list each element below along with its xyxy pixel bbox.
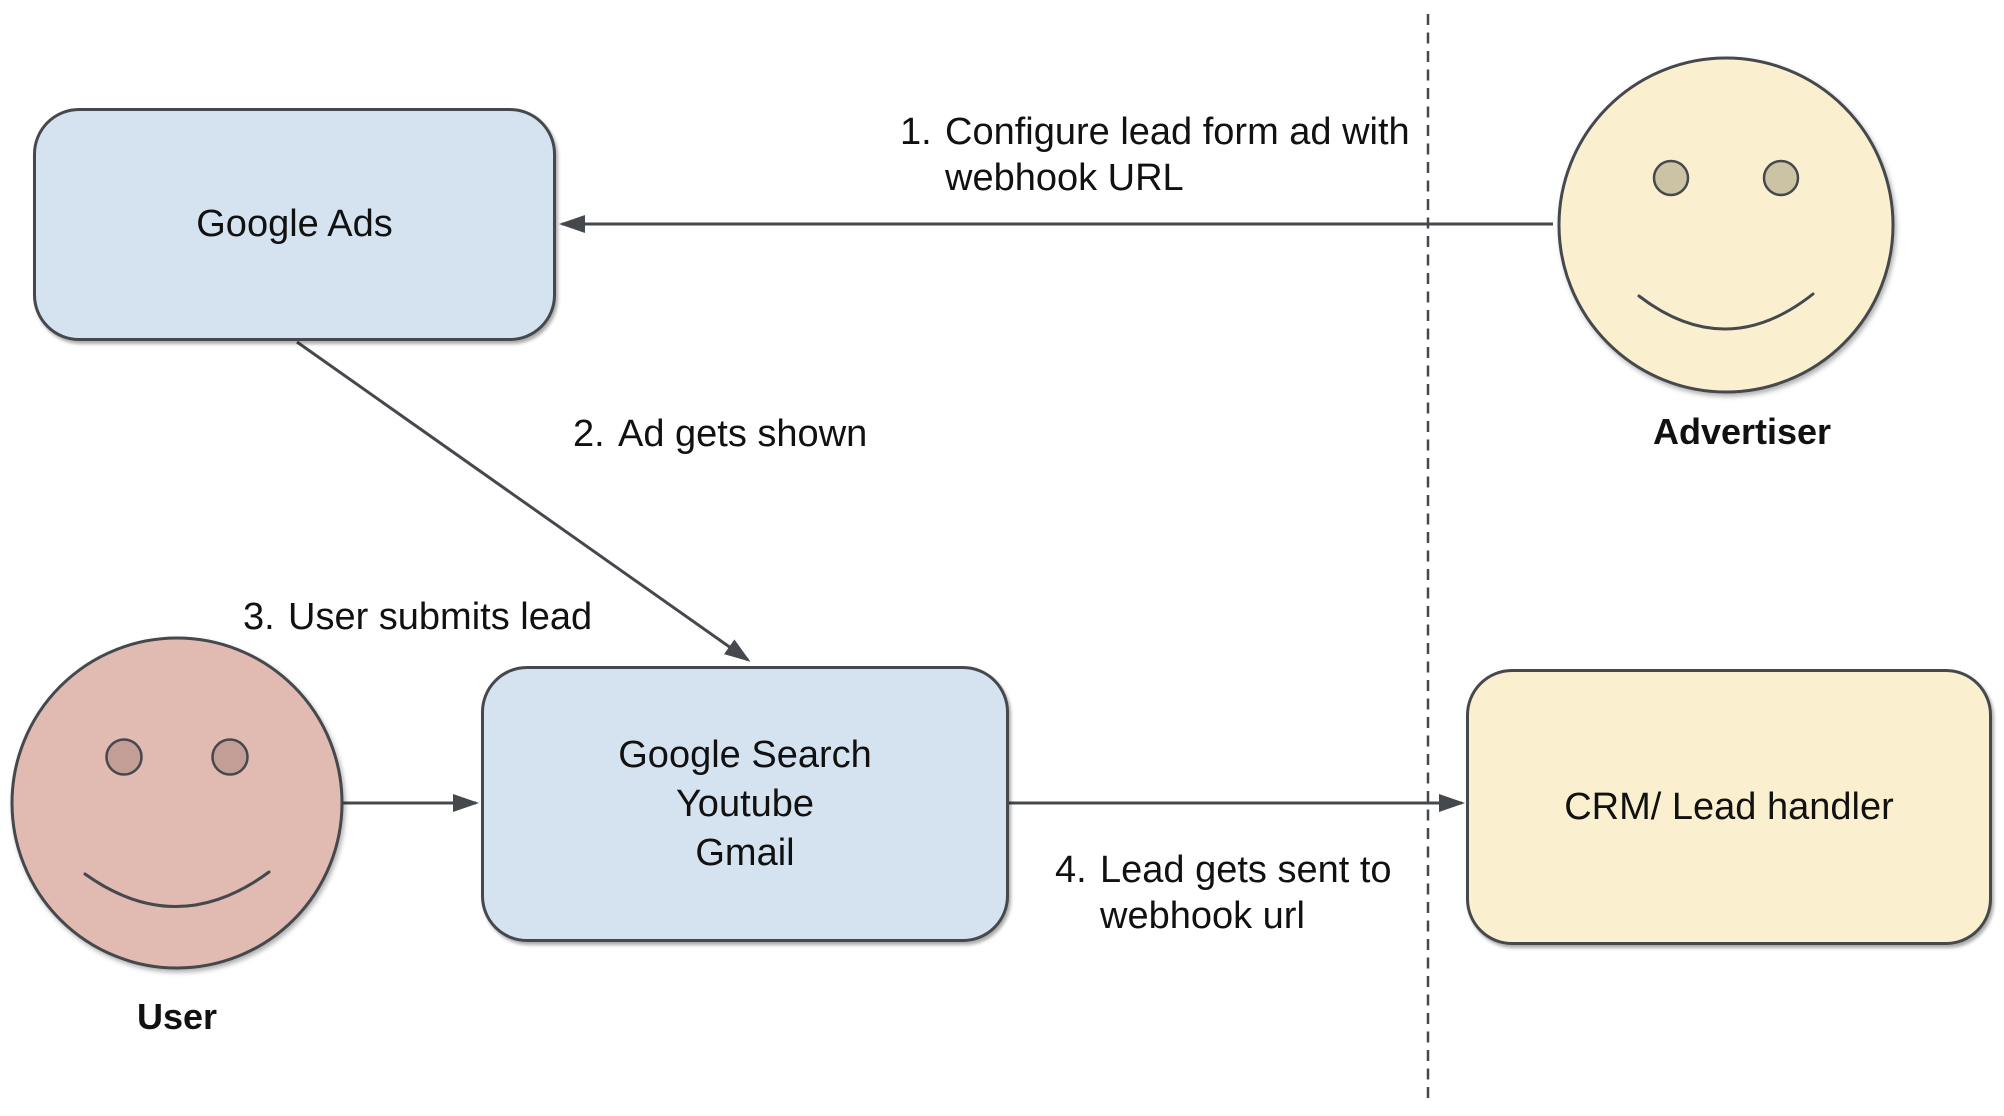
- step-3-label: 3. User submits lead: [243, 594, 592, 640]
- step-2-label: 2. Ad gets shown: [573, 411, 867, 457]
- step-2-text-line-1: Ad gets shown: [618, 413, 868, 455]
- step-4-label: 4. Lead gets sent to webhook url: [1055, 847, 1392, 939]
- advertiser-face-icon: [1557, 56, 1895, 394]
- node-crm-lead-handler: CRM/ Lead handler: [1466, 669, 1992, 945]
- step-3-number: 3.: [243, 596, 275, 638]
- step-2-number: 2.: [573, 413, 605, 455]
- surface-line-google-search: Google Search: [618, 733, 872, 776]
- step-4-number: 4.: [1055, 849, 1087, 891]
- arrow-step-2: [296, 340, 751, 662]
- advertiser-name-label: Advertiser: [1652, 411, 1832, 452]
- surface-line-gmail: Gmail: [695, 831, 795, 874]
- step-4-text-line-2: webhook url: [1100, 895, 1305, 937]
- step-1-label: 1. Configure lead form ad with webhook U…: [900, 109, 1410, 201]
- step-1-text-line-1: Configure lead form ad with: [945, 111, 1410, 153]
- node-google-ads-label: Google Ads: [196, 203, 393, 245]
- user-face-icon: [10, 636, 344, 970]
- surface-line-youtube: Youtube: [675, 782, 815, 825]
- step-4-text-line-1: Lead gets sent to: [1100, 849, 1392, 891]
- user-name-label: User: [136, 996, 218, 1037]
- node-google-surfaces: Google Search Youtube Gmail: [481, 666, 1009, 942]
- node-crm-label: CRM/ Lead handler: [1564, 785, 1894, 828]
- step-1-number: 1.: [900, 111, 932, 153]
- node-google-ads: Google Ads: [33, 108, 556, 341]
- step-3-text-line-1: User submits lead: [288, 596, 593, 638]
- step-1-text-line-2: webhook URL: [945, 157, 1184, 199]
